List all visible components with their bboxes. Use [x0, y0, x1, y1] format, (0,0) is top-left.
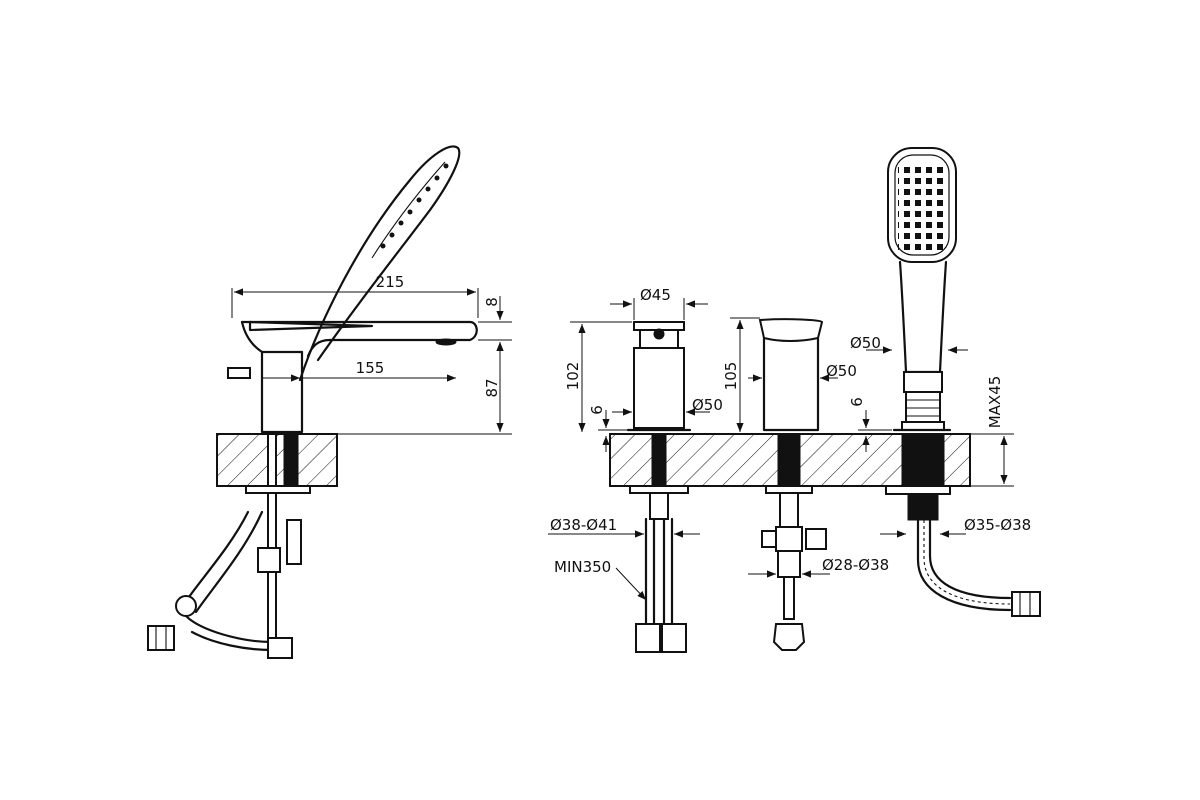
dim-deck-max-thickness: MAX45: [986, 376, 1004, 429]
side-view: 215 8 87 155: [147, 145, 512, 659]
side-thread-stud: [283, 433, 299, 493]
dim-hole-shower: Ø35-Ø38: [964, 516, 1031, 534]
mixer-body: [626, 321, 692, 653]
dim-mixer-deck-gap: 6: [588, 405, 606, 415]
dim-hole-spout: Ø28-Ø38: [822, 556, 889, 574]
side-hose: [182, 510, 250, 606]
side-lever: [227, 367, 251, 379]
dim-hole-mixer: Ø38-Ø41: [550, 516, 617, 534]
side-handshower: [298, 145, 461, 382]
dim-mixer-diameter: Ø45: [640, 286, 671, 304]
spray-nozzles-icon: [898, 162, 948, 250]
dim-side-spout-length: 155: [356, 359, 385, 377]
dim-side-total-length: 215: [376, 273, 405, 291]
dim-mixer-height: 102: [564, 362, 582, 391]
dim-spout-height: 105: [722, 362, 740, 391]
dim-shower-holder-diameter: Ø50: [850, 334, 881, 352]
dim-spout-diameter: Ø50: [826, 362, 857, 380]
side-body: [240, 320, 304, 434]
spout-body: [758, 318, 827, 651]
dim-side-body-height: 87: [483, 378, 501, 397]
dim-side-top-thickness: 8: [483, 297, 501, 307]
handshower: [885, 147, 1041, 617]
side-spout: [240, 320, 478, 358]
front-view: Ø45 102 6 Ø50 105 Ø50 6 Ø50: [548, 147, 1041, 653]
side-hose-nut: [147, 625, 175, 651]
dim-spout-deck-gap: 6: [848, 397, 866, 407]
dim-mixer-base-diameter: Ø50: [692, 396, 723, 414]
dim-hose-min-length: MIN350: [554, 558, 611, 576]
